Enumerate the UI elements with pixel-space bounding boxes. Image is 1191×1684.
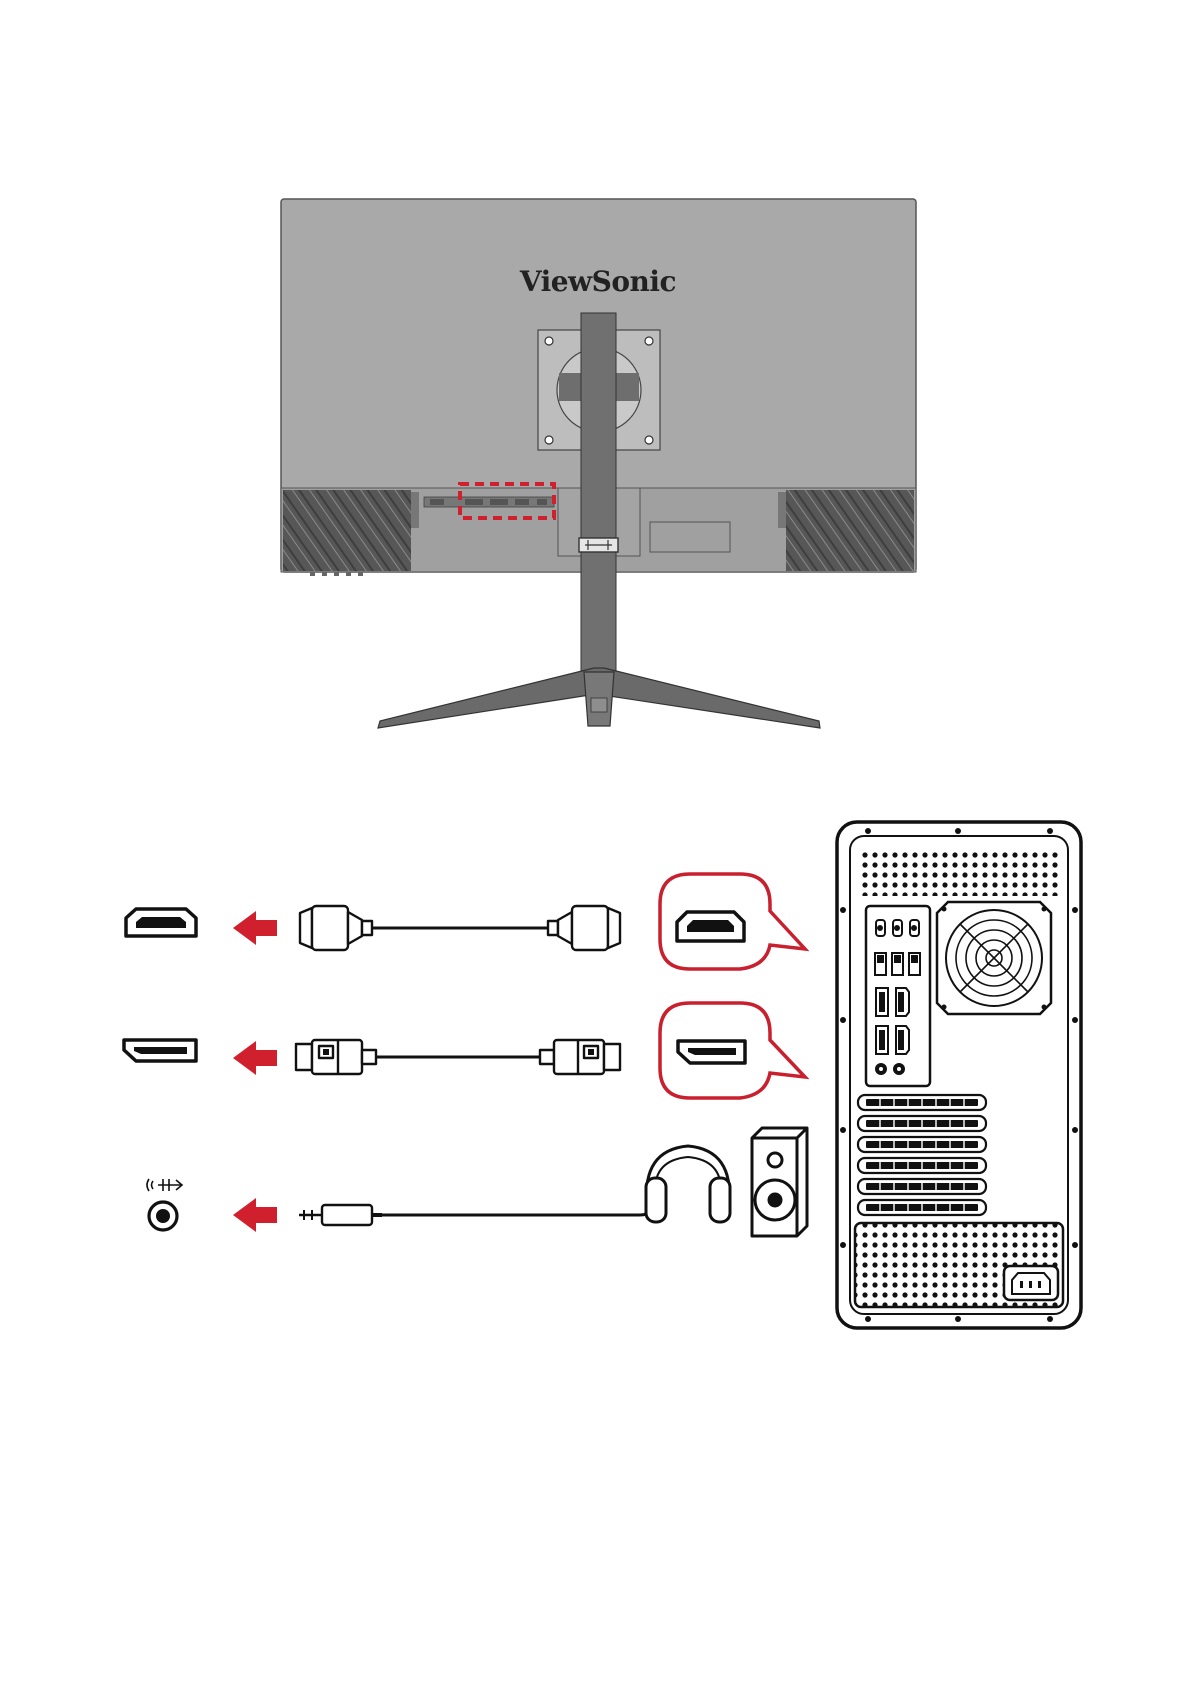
hdmi-plug-right	[548, 906, 620, 950]
vent-strip-left	[411, 492, 419, 528]
audio-out-jack-icon	[147, 1179, 182, 1230]
stand-neck	[581, 313, 616, 676]
right-speaker-grille	[786, 490, 914, 571]
pc-power-supply	[855, 1223, 1063, 1307]
hdmi-cable	[300, 906, 620, 950]
speaker-icon	[752, 1128, 807, 1236]
callout-hdmi	[660, 874, 805, 969]
hdmi-port-icon	[126, 909, 196, 936]
displayport-port-icon	[124, 1040, 196, 1061]
arrow-displayport	[233, 1041, 277, 1075]
vent-strip-right	[778, 492, 786, 528]
displayport-plug-right	[540, 1040, 620, 1074]
arrow-hdmi	[233, 911, 277, 945]
cable-clip	[579, 538, 618, 552]
displayport-cable	[296, 1040, 620, 1074]
displayport-plug-left	[296, 1040, 376, 1074]
pc-usb-ports-row1	[876, 920, 919, 936]
callout-hdmi-port-icon	[677, 912, 744, 941]
headphones-icon	[646, 1146, 730, 1222]
audio-cable-3-5mm	[299, 1198, 658, 1225]
left-speaker-grille	[283, 490, 411, 571]
brand-logo: ViewSonic	[519, 265, 676, 298]
pc-fan	[937, 902, 1051, 1014]
stand-hub-slot	[591, 698, 607, 712]
monitor-rear-view: ViewSonic	[281, 199, 916, 728]
arrow-audio	[233, 1198, 277, 1232]
hdmi-plug-left	[300, 906, 372, 950]
pc-tower-rear	[837, 822, 1081, 1328]
audio-out-symbol-icon	[147, 1179, 182, 1191]
callout-displayport-port-icon	[678, 1041, 745, 1063]
callout-displayport	[660, 1003, 805, 1098]
pc-top-vent	[860, 848, 1058, 896]
pc-usb-ports-row2	[875, 953, 920, 975]
